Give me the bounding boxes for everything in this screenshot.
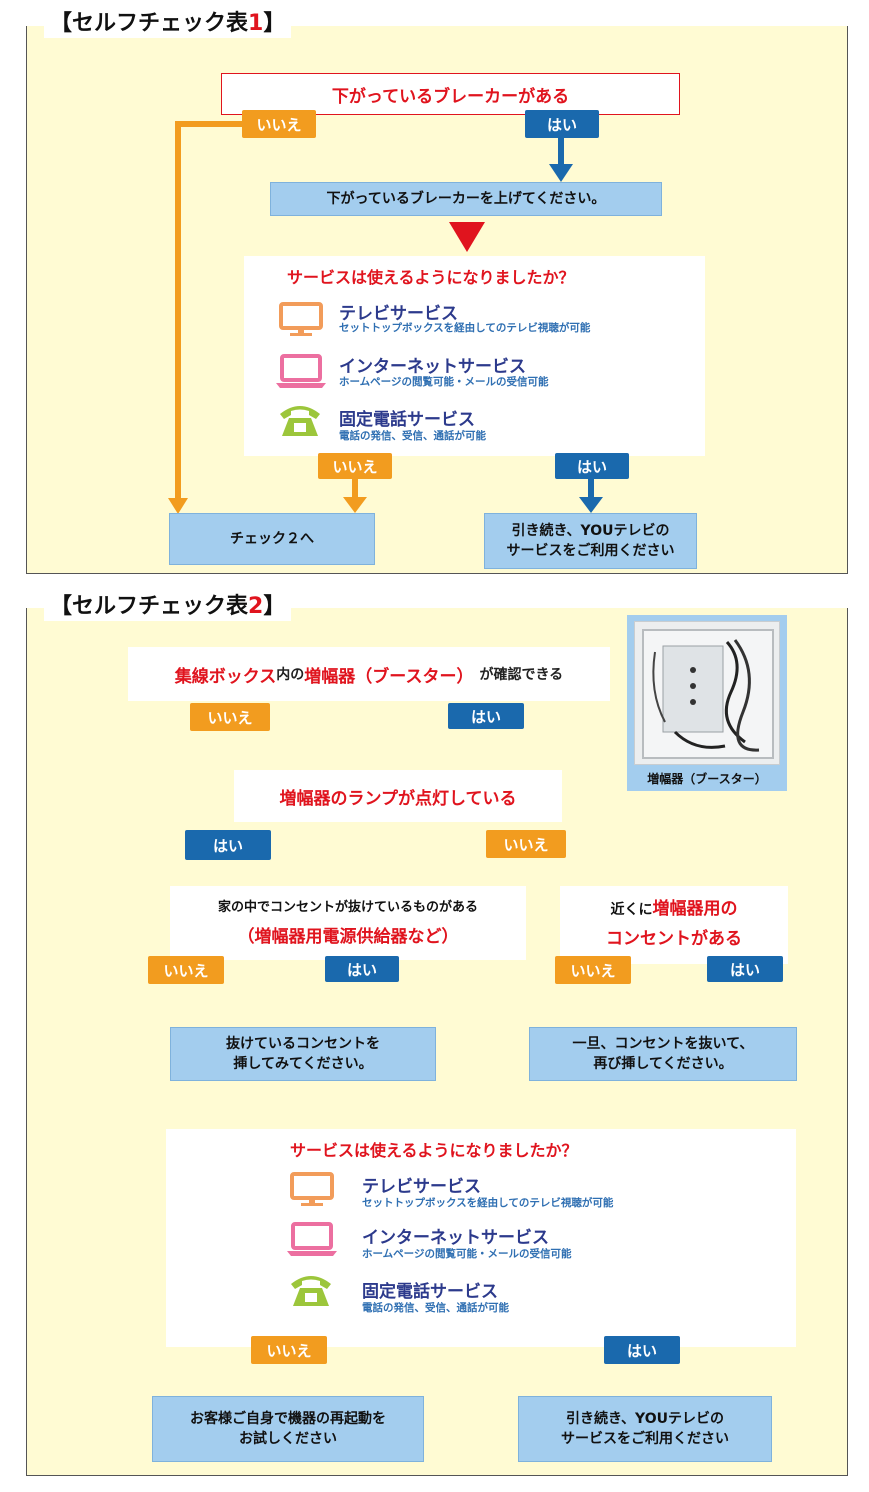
s1-no2-label: いいえ	[318, 453, 392, 479]
laptop-icon	[276, 354, 326, 390]
s2-q1-text1: 内の	[276, 667, 305, 683]
s1-no-line	[175, 121, 245, 500]
s1-result-continue-line1: 引き続き、YOUテレビの	[511, 523, 670, 539]
s1-no-label: いいえ	[242, 110, 316, 138]
booster-photo	[634, 621, 780, 765]
s2-lamp-yes-label: はい	[185, 830, 271, 860]
s2-action-left-line2: 挿してみてください。	[233, 1056, 373, 1072]
s2-no1-label: いいえ	[190, 703, 270, 731]
s1-yes2-arrow	[579, 497, 603, 513]
s2-q3-line1: 家の中でコンセントが抜けているものがある	[217, 900, 478, 915]
s2-action-replug: 一旦、コンセントを抜いて、 再び挿してください。	[529, 1027, 797, 1081]
s2-final-no-label: いいえ	[251, 1336, 327, 1364]
s1-result-continue-line2: サービスをご利用ください	[506, 543, 675, 559]
s1-result-continue: 引き続き、YOUテレビの サービスをご利用ください	[484, 513, 697, 569]
s2-service-name-phone: 固定電話サービス	[362, 1282, 498, 1302]
tv-icon	[290, 1172, 334, 1208]
s2-result-continue-line2: サービスをご利用ください	[561, 1431, 729, 1447]
s2-q4-yes-label: はい	[707, 956, 783, 982]
s1-yes-arrow	[549, 164, 573, 182]
s2-final-yes-label: はい	[604, 1336, 680, 1364]
s2-result-restart-line1: お客様ご自身で機器の再起動を	[190, 1411, 386, 1427]
s2-q3-line2: （増幅器用電源供給器など）	[237, 927, 459, 947]
s2-q1-red1: 集線ボックス	[174, 666, 277, 687]
phone-icon	[277, 402, 323, 440]
s1-yes2-label: はい	[555, 453, 629, 479]
s2-q3-yes-label: はい	[325, 956, 399, 982]
s2-action-right-line1: 一旦、コンセントを抜いて、	[572, 1036, 754, 1052]
s2-lamp-no-label: いいえ	[486, 830, 566, 858]
s1-service-desc-internet: ホームページの閲覧可能・メールの受信可能	[339, 376, 549, 388]
s1-services-question: サービスは使えるようになりましたか？	[287, 268, 575, 287]
s2-unplugged-question: 家の中でコンセントが抜けているものがある （増幅器用電源供給器など）	[170, 886, 526, 960]
section2-title: 【セルフチェック表2】	[44, 593, 292, 621]
s2-yes1-label: はい	[448, 703, 524, 729]
s2-service-name-tv: テレビサービス	[362, 1177, 481, 1197]
s1-result-check2: チェック２へ	[169, 513, 375, 565]
s1-no2-arrow	[343, 497, 367, 513]
s2-action-right-line2: 再び挿してください。	[593, 1056, 733, 1072]
s2-q3-no-label: いいえ	[148, 956, 224, 984]
s2-q1-text2: が確認できる	[479, 667, 564, 683]
s1-service-name-internet: インターネットサービス	[339, 357, 526, 377]
section1-title: 【セルフチェック表1】	[44, 10, 292, 38]
s2-result-restart: お客様ご自身で機器の再起動を お試しください	[152, 1396, 424, 1462]
s1-raise-breaker-action: 下がっているブレーカーを上げてください。	[270, 182, 662, 216]
tv-icon	[279, 302, 323, 338]
s1-breaker-question: 下がっているブレーカーがある	[221, 73, 680, 115]
s2-result-restart-line2: お試しください	[239, 1431, 337, 1447]
s2-q4-line2: コンセントがある	[606, 929, 742, 949]
laptop-icon	[287, 1222, 337, 1258]
booster-photo-caption: 増幅器（ブースター）	[647, 771, 767, 786]
s2-action-left-line1: 抜けているコンセントを	[226, 1036, 380, 1052]
s1-service-name-phone: 固定電話サービス	[339, 410, 475, 430]
s2-services-box	[166, 1129, 796, 1347]
s1-service-name-tv: テレビサービス	[339, 304, 458, 324]
s2-service-desc-internet: ホームページの閲覧可能・メールの受信可能	[362, 1248, 572, 1260]
s2-services-question: サービスは使えるようになりましたか？	[290, 1141, 578, 1160]
booster-photo-frame: 増幅器（ブースター）	[627, 615, 787, 791]
s2-service-desc-phone: 電話の発信、受信、通話が可能	[362, 1302, 509, 1314]
s2-action-plug-in: 抜けているコンセントを 挿してみてください。	[170, 1027, 436, 1081]
phone-icon	[288, 1272, 334, 1310]
s2-q1-red2: 増幅器（ブースター）	[304, 666, 474, 687]
s2-booster-question: 集線ボックス内の増幅器（ブースター） が確認できる	[128, 647, 610, 701]
s2-service-desc-tv: セットトップボックスを経由してのテレビ視聴が可能	[362, 1197, 614, 1209]
s1-down-triangle	[449, 222, 485, 252]
s2-result-continue-line1: 引き続き、YOUテレビの	[566, 1411, 724, 1427]
s2-q4-no-label: いいえ	[555, 956, 631, 984]
s1-service-desc-tv: セットトップボックスを経由してのテレビ視聴が可能	[339, 322, 591, 334]
s1-no-arrow	[168, 498, 188, 514]
s2-lamp-question: 増幅器のランプが点灯している	[234, 770, 562, 822]
s2-outlet-question: 近くに増幅器用の コンセントがある	[560, 886, 788, 964]
s1-yes-label: はい	[525, 110, 599, 138]
s1-service-desc-phone: 電話の発信、受信、通話が可能	[339, 430, 486, 442]
s2-result-continue: 引き続き、YOUテレビの サービスをご利用ください	[518, 1396, 772, 1462]
s2-service-name-internet: インターネットサービス	[362, 1228, 549, 1248]
s2-q4-line1: 近くに増幅器用の	[610, 899, 738, 919]
